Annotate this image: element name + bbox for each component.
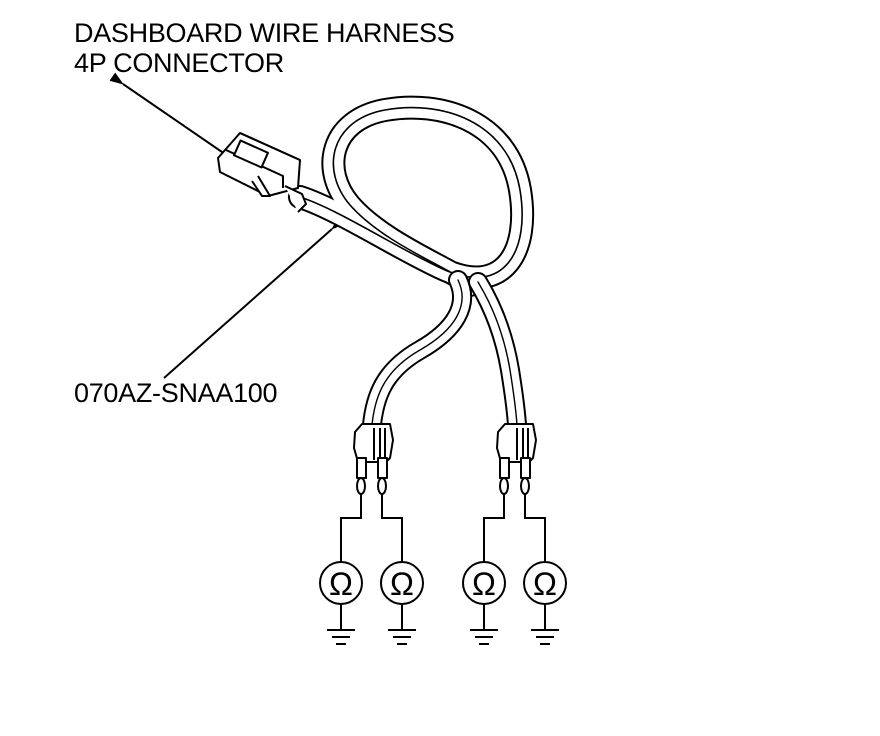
ohm-symbol-3: Ω xyxy=(472,566,496,602)
four-pin-connector xyxy=(217,132,307,213)
connector-label-line2: 4P CONNECTOR xyxy=(74,48,284,78)
meter-wires xyxy=(340,494,546,562)
ohmmeter-2: Ω xyxy=(380,561,424,605)
cable-loop xyxy=(288,95,535,297)
ground-icon xyxy=(388,604,416,645)
ground-icon xyxy=(327,604,355,645)
ohm-symbol-2: Ω xyxy=(390,566,414,602)
ohmmeter-3: Ω xyxy=(462,561,506,605)
ohm-symbol-1: Ω xyxy=(329,566,353,602)
connector-label-line1: DASHBOARD WIRE HARNESS xyxy=(74,18,455,48)
ground-icons xyxy=(327,604,559,645)
left-probe-connector xyxy=(353,423,394,495)
ohm-symbol-4: Ω xyxy=(533,566,557,602)
ohmmeter-4: Ω xyxy=(523,561,567,605)
part-number-label: 070AZ-SNAA100 xyxy=(74,378,278,408)
part-leader-arrow xyxy=(163,216,346,379)
ohmmeter-1: Ω xyxy=(319,561,363,605)
right-branch-lead xyxy=(468,272,527,435)
ground-icon xyxy=(531,604,559,645)
right-probe-connector xyxy=(496,423,537,495)
connector-label: DASHBOARD WIRE HARNESS 4P CONNECTOR xyxy=(74,18,455,78)
connector-leader-arrow xyxy=(109,72,239,164)
left-branch-lead xyxy=(362,270,473,435)
ground-icon xyxy=(470,604,498,645)
